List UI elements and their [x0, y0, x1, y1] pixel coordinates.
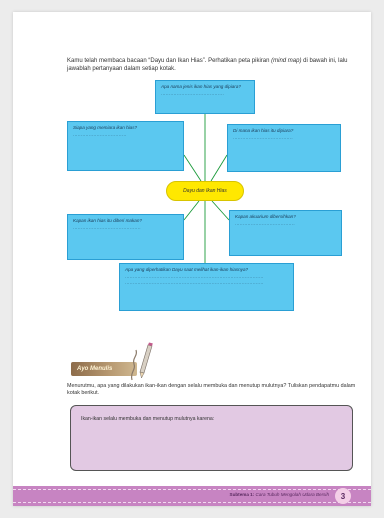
section-title: Ayo Menulis [77, 366, 113, 372]
mind-map-box-left-lower[interactable]: Kapan ikan hias itu diberi makan? ......… [67, 214, 184, 260]
box-top-answer-line[interactable]: ........................................ [161, 90, 225, 96]
footer-dash-top [13, 489, 371, 490]
box-left-lower-answer-line[interactable]: ........................................… [73, 224, 141, 230]
mind-map-box-top[interactable]: Apa nama jenis ikan hias yang dipiara? .… [155, 80, 255, 114]
box-right-lower-question: Kapan akuarium dibersihkan? [235, 214, 296, 219]
mind-map-box-right-upper[interactable]: Di mana ikan hias itu dipiara? .........… [227, 124, 341, 172]
mind-map-connectors [183, 114, 230, 263]
box-bottom-answer-line-1[interactable]: ........................................… [125, 273, 264, 279]
pencil-icon [130, 342, 153, 381]
answer-text-box[interactable]: Ikan-ikan selalu membuka dan menutup mul… [70, 405, 353, 471]
box-left-upper-answer-line[interactable]: .................................. [73, 131, 127, 137]
instruction-line-1: Kamu telah membaca bacaan “Dayu dan Ikan… [67, 58, 270, 64]
box-right-lower-answer-line[interactable]: ...................................... [235, 220, 295, 226]
box-right-upper-answer-line[interactable]: ...................................... [233, 134, 293, 140]
box-bottom-question: Apa yang diperhatikan Dayu saat melihat … [125, 267, 249, 272]
mind-map-box-left-upper[interactable]: Siapa yang memiara ikan hias? ..........… [67, 121, 184, 171]
question-text: Menurutmu, apa yang dilakukan ikan-ikan … [67, 383, 356, 396]
box-left-upper-question: Siapa yang memiara ikan hias? [73, 125, 138, 130]
mind-map-box-right-lower[interactable]: Kapan akuarium dibersihkan? ............… [229, 210, 342, 256]
ayo-menulis-banner: Ayo Menulis [71, 362, 137, 376]
answer-prompt: Ikan-ikan selalu membuka dan menutup mul… [81, 416, 215, 422]
book-page: Kamu telah membaca bacaan “Dayu dan Ikan… [13, 12, 371, 506]
box-bottom-answer-line-2[interactable]: ........................................… [125, 280, 264, 286]
instruction-line-2: di bawah ini, lalu jawablah pertanyaan d… [67, 58, 348, 72]
connector-left-lower [183, 200, 200, 221]
instruction-mind-map-term: (mind map) [271, 58, 302, 64]
connector-left-upper [183, 154, 202, 182]
box-top-question: Apa nama jenis ikan hias yang dipiara? [161, 84, 241, 89]
connector-right-lower [211, 200, 230, 221]
footer-subtema-label: Subtema 1: [229, 492, 255, 497]
mind-map-center-topic: Dayu dan Ikan Hias [166, 181, 244, 201]
instruction-text: Kamu telah membaca bacaan “Dayu dan Ikan… [67, 58, 363, 73]
box-left-lower-question: Kapan ikan hias itu diberi makan? [73, 218, 142, 223]
mind-map-box-bottom[interactable]: Apa yang diperhatikan Dayu saat melihat … [119, 263, 294, 311]
footer-dash-bottom [13, 502, 371, 503]
page-footer: Subtema 1: Cara Tubuh Mengolah Udara Ber… [13, 486, 371, 506]
footer-subtema-title: Cara Tubuh Mengolah Udara Bersih [254, 492, 329, 497]
box-right-upper-question: Di mana ikan hias itu dipiara? [233, 128, 294, 133]
page-number: 3 [335, 488, 351, 504]
footer-subtema: Subtema 1: Cara Tubuh Mengolah Udara Ber… [230, 492, 330, 497]
connector-right-upper [210, 154, 228, 182]
